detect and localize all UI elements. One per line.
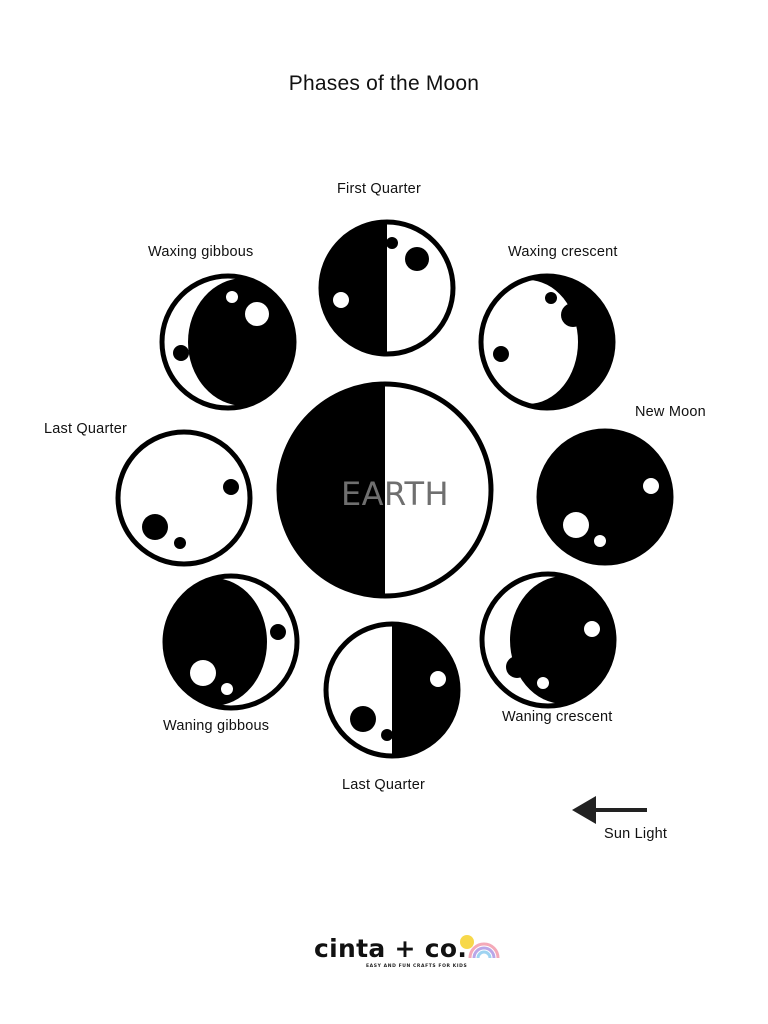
left-arrow-icon <box>572 796 647 824</box>
crater <box>561 303 585 327</box>
sun-icon <box>460 935 474 949</box>
crater <box>506 656 528 678</box>
brand-tagline: EASY AND FUN CRAFTS FOR KIDS <box>366 964 468 969</box>
crater <box>221 683 233 695</box>
earth-label: EARTH <box>341 475 449 513</box>
crater <box>537 677 549 689</box>
crater <box>333 292 349 308</box>
page-title: Phases of the Moon <box>288 72 480 95</box>
label-last-quarter-left: Last Quarter <box>44 421 127 437</box>
moon-last-quarter-left <box>115 429 253 567</box>
crater <box>174 537 186 549</box>
label-waning-crescent: Waning crescent <box>502 709 613 725</box>
moon-first-quarter-top <box>318 219 456 357</box>
brand-art <box>460 935 500 959</box>
brand-name: cinta + co. <box>314 934 468 963</box>
moon-waxing-gibbous <box>159 273 297 411</box>
sun-light-label: Sun Light <box>604 826 668 842</box>
crater <box>493 346 509 362</box>
rainbow-icon <box>468 942 500 959</box>
moon-new-moon <box>536 428 674 566</box>
crater <box>430 671 446 687</box>
crater <box>223 479 239 495</box>
moon-last-quarter-bottom <box>323 621 461 759</box>
brand-logo: cinta + co. EASY AND FUN CRAFTS FOR KIDS <box>300 928 510 974</box>
label-waning-gibbous: Waning gibbous <box>163 718 270 734</box>
earth: EARTH <box>276 381 494 599</box>
crater <box>245 302 269 326</box>
crater <box>381 729 393 741</box>
crater <box>226 291 238 303</box>
label-waxing-gibbous: Waxing gibbous <box>148 244 254 260</box>
crater <box>584 621 600 637</box>
crater <box>563 512 589 538</box>
crater <box>545 292 557 304</box>
label-first-quarter-top: First Quarter <box>337 181 421 197</box>
crater <box>190 660 216 686</box>
crater <box>173 345 189 361</box>
moon-waxing-crescent <box>478 273 616 411</box>
crater <box>270 624 286 640</box>
crater <box>386 237 398 249</box>
crater <box>142 514 168 540</box>
crater <box>350 706 376 732</box>
crater <box>594 535 606 547</box>
crater <box>405 247 429 271</box>
moon-waning-crescent <box>479 571 617 709</box>
moon-waning-gibbous <box>162 573 300 711</box>
label-new-moon: New Moon <box>635 404 706 420</box>
label-last-quarter-bottom: Last Quarter <box>342 777 425 793</box>
label-waxing-crescent: Waxing crescent <box>508 244 618 260</box>
crater <box>643 478 659 494</box>
